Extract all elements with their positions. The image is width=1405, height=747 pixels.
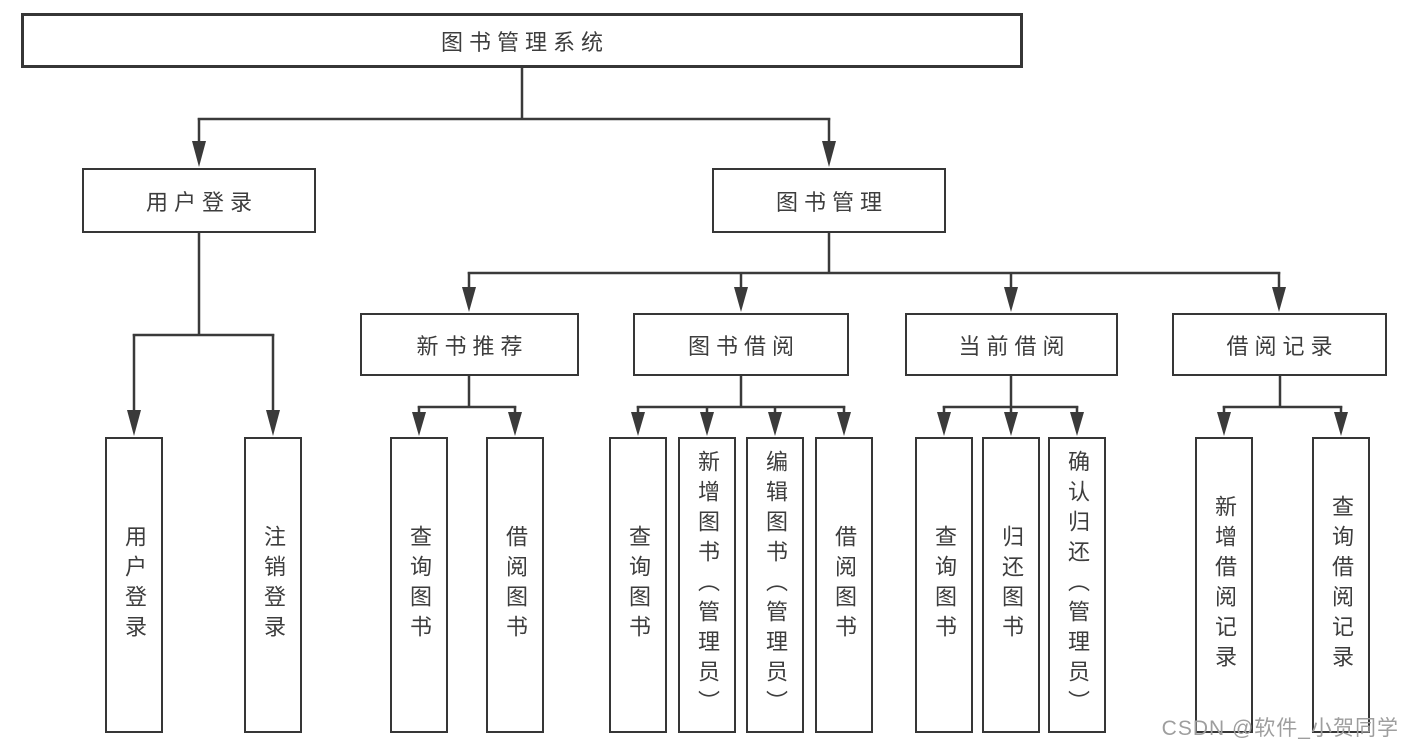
node-current-borrow: 当前借阅: [905, 313, 1118, 376]
node-add-borrow-record: 新增借阅记录: [1195, 437, 1253, 733]
node-confirm-return-admin: 确认归还（管理员）: [1048, 437, 1106, 733]
node-query-books-1: 查询图书: [390, 437, 448, 733]
node-book-management: 图书管理: [712, 168, 946, 233]
node-borrow-books-2: 借阅图书: [815, 437, 873, 733]
node-new-book-recommend: 新书推荐: [360, 313, 579, 376]
node-edit-book-admin: 编辑图书（管理员）: [746, 437, 804, 733]
node-user-login: 用户登录: [82, 168, 316, 233]
node-library-management-system: 图书管理系统: [21, 13, 1023, 68]
node-borrow-records: 借阅记录: [1172, 313, 1387, 376]
csdn-watermark: CSDN @软件_小贺同学: [1161, 717, 1399, 740]
node-add-book-admin: 新增图书（管理员）: [678, 437, 736, 733]
node-logout-login: 注销登录: [244, 437, 302, 733]
node-query-books-3: 查询图书: [915, 437, 973, 733]
node-book-borrow: 图书借阅: [633, 313, 849, 376]
node-query-books-2: 查询图书: [609, 437, 667, 733]
node-query-borrow-record: 查询借阅记录: [1312, 437, 1370, 733]
node-return-books: 归还图书: [982, 437, 1040, 733]
node-borrow-books-1: 借阅图书: [486, 437, 544, 733]
node-user-login-leaf: 用户登录: [105, 437, 163, 733]
